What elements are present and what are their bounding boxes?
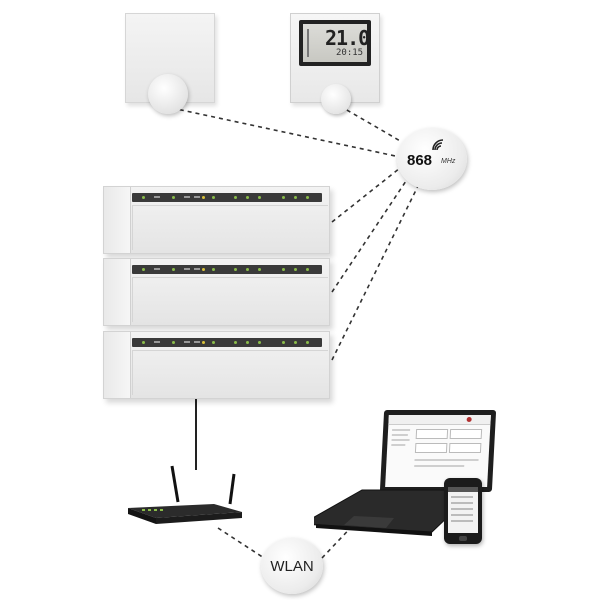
smartphone xyxy=(444,478,482,544)
frequency-unit: MHz xyxy=(441,158,456,165)
thermostat-time: 20:15 xyxy=(336,48,364,58)
thermostat-button xyxy=(321,84,351,114)
led-strip xyxy=(132,193,322,202)
phone-home-button xyxy=(459,536,467,541)
radio-waves-icon xyxy=(432,139,444,151)
display-indicator xyxy=(307,29,321,57)
link-router-wlan xyxy=(217,527,265,559)
thermostat-temperature: 21.0 xyxy=(325,26,370,50)
led-strip xyxy=(132,265,322,274)
frequency-value: 868 xyxy=(407,152,433,169)
radio-frequency-badge: 868 MHz xyxy=(397,128,467,190)
link-analog-thermostat xyxy=(171,107,401,158)
led-strip xyxy=(132,338,322,347)
phone-app-screen xyxy=(448,487,478,533)
controller-unit-3 xyxy=(103,331,330,399)
link-digital-thermostat xyxy=(339,105,403,143)
thermostat-display: 21.0 20:15 xyxy=(299,20,371,66)
thermostat-dial xyxy=(148,74,188,114)
link-controller-2 xyxy=(331,177,409,293)
router-antenna-icon xyxy=(128,465,242,524)
link-controller-3 xyxy=(331,185,419,361)
wifi-router xyxy=(120,460,250,540)
link-controller-1 xyxy=(331,167,401,223)
controller-unit-2 xyxy=(103,258,330,326)
controller-unit-1 xyxy=(103,186,330,254)
laptop-base xyxy=(314,489,474,536)
wlan-label: WLAN xyxy=(270,558,314,575)
analog-thermostat xyxy=(125,13,215,114)
wlan-badge: WLAN xyxy=(261,538,323,594)
digital-thermostat: 21.0 20:15 xyxy=(290,13,380,114)
web-interface xyxy=(385,415,491,487)
